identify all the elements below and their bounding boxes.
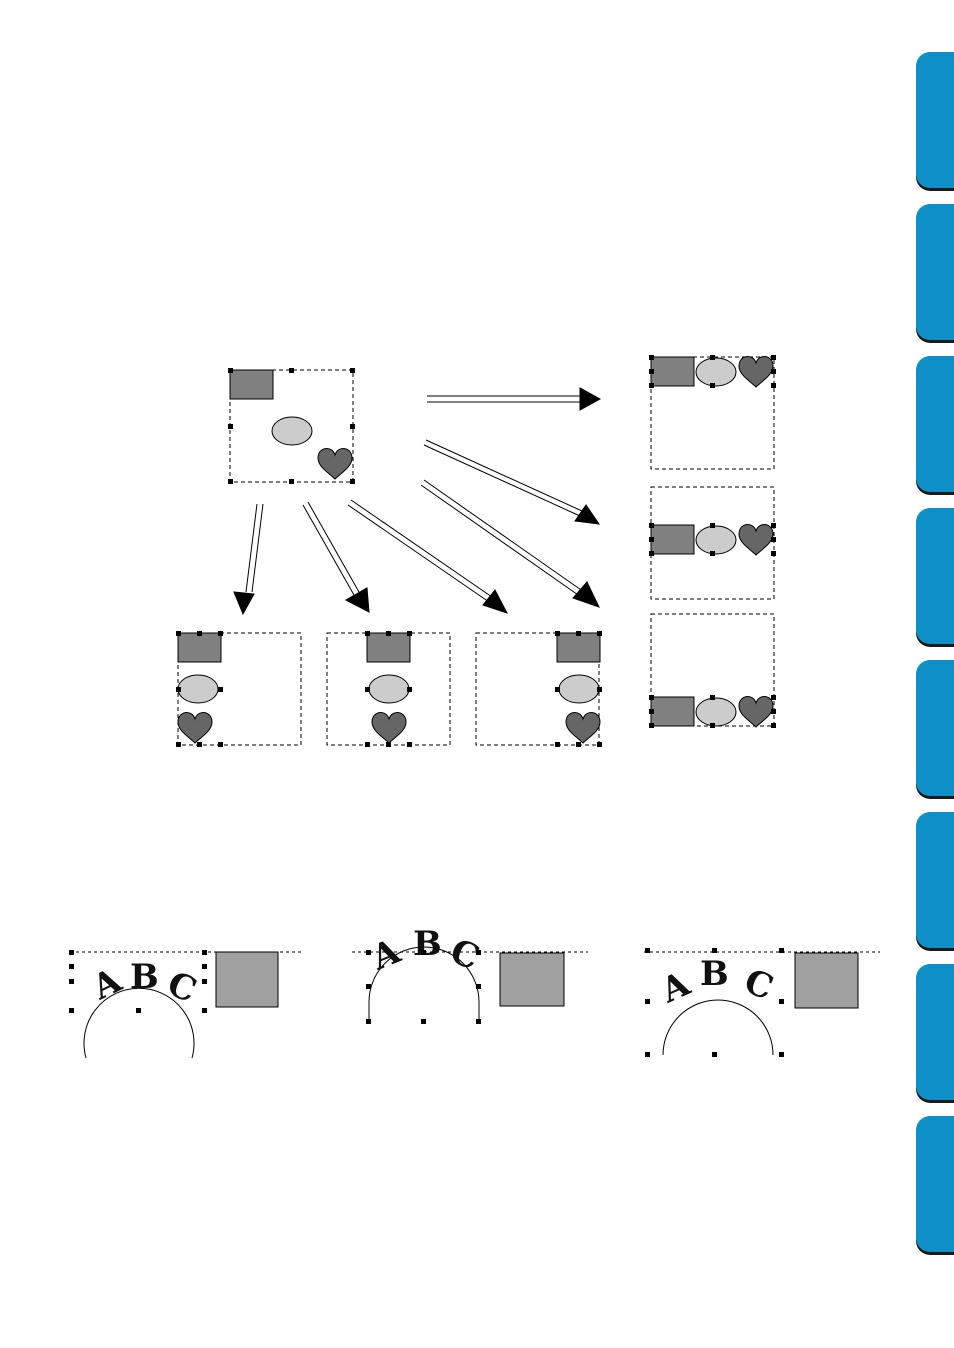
side-tab-3[interactable] bbox=[916, 356, 954, 492]
curved-text-diagram: A B C A B C A B C bbox=[0, 0, 910, 1348]
curved-text-example-3: A B C bbox=[644, 948, 880, 1057]
side-tab-5[interactable] bbox=[916, 660, 954, 796]
side-tab-1[interactable] bbox=[916, 52, 954, 188]
letter-a: A bbox=[86, 960, 129, 1008]
gray-square bbox=[500, 953, 564, 1006]
letter-c: C bbox=[739, 961, 779, 1008]
letter-b: B bbox=[413, 924, 442, 964]
circle-path bbox=[663, 1000, 773, 1055]
gray-square bbox=[795, 953, 858, 1008]
letter-b: B bbox=[130, 957, 159, 997]
curved-text-example-2: A B C bbox=[352, 924, 588, 1024]
side-tab-8[interactable] bbox=[916, 1116, 954, 1252]
letter-b: B bbox=[700, 954, 729, 994]
side-tab-7[interactable] bbox=[916, 964, 954, 1100]
letter-c: C bbox=[161, 964, 202, 1012]
side-tab-4[interactable] bbox=[916, 508, 954, 644]
gray-square bbox=[216, 952, 278, 1007]
curved-text-example-1: A B C bbox=[69, 950, 302, 1058]
letter-a: A bbox=[365, 931, 406, 979]
side-tab-6[interactable] bbox=[916, 812, 954, 948]
side-tab-2[interactable] bbox=[916, 204, 954, 340]
letter-a: A bbox=[654, 964, 696, 1012]
